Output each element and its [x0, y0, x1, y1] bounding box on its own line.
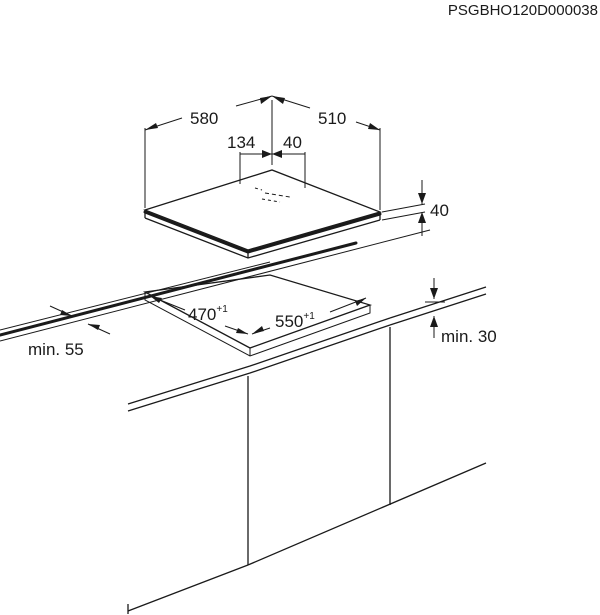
- dim-550: 550+1: [275, 311, 315, 331]
- dim-510: 510: [318, 109, 346, 128]
- dim-470: 470+1: [188, 304, 228, 324]
- dim-40-offset: 40: [283, 133, 302, 152]
- dim-580: 580: [190, 109, 218, 128]
- hob-drawing: [143, 169, 383, 259]
- cabinet-drawing: [127, 327, 487, 614]
- min-front-dimension: [49, 305, 111, 335]
- min-wall-dimension: [425, 278, 445, 338]
- dim-134: 134: [227, 133, 255, 152]
- cutout-dimension-lines: [149, 295, 367, 335]
- hob-dimension-lines: [144, 95, 426, 236]
- document-code: PSGBHO120D000038: [448, 2, 598, 19]
- dim-40-height: 40: [430, 201, 449, 220]
- dim-min-55: min. 55: [28, 340, 84, 359]
- dim-min-30: min. 30: [441, 327, 497, 346]
- worktop-drawing: [0, 229, 487, 412]
